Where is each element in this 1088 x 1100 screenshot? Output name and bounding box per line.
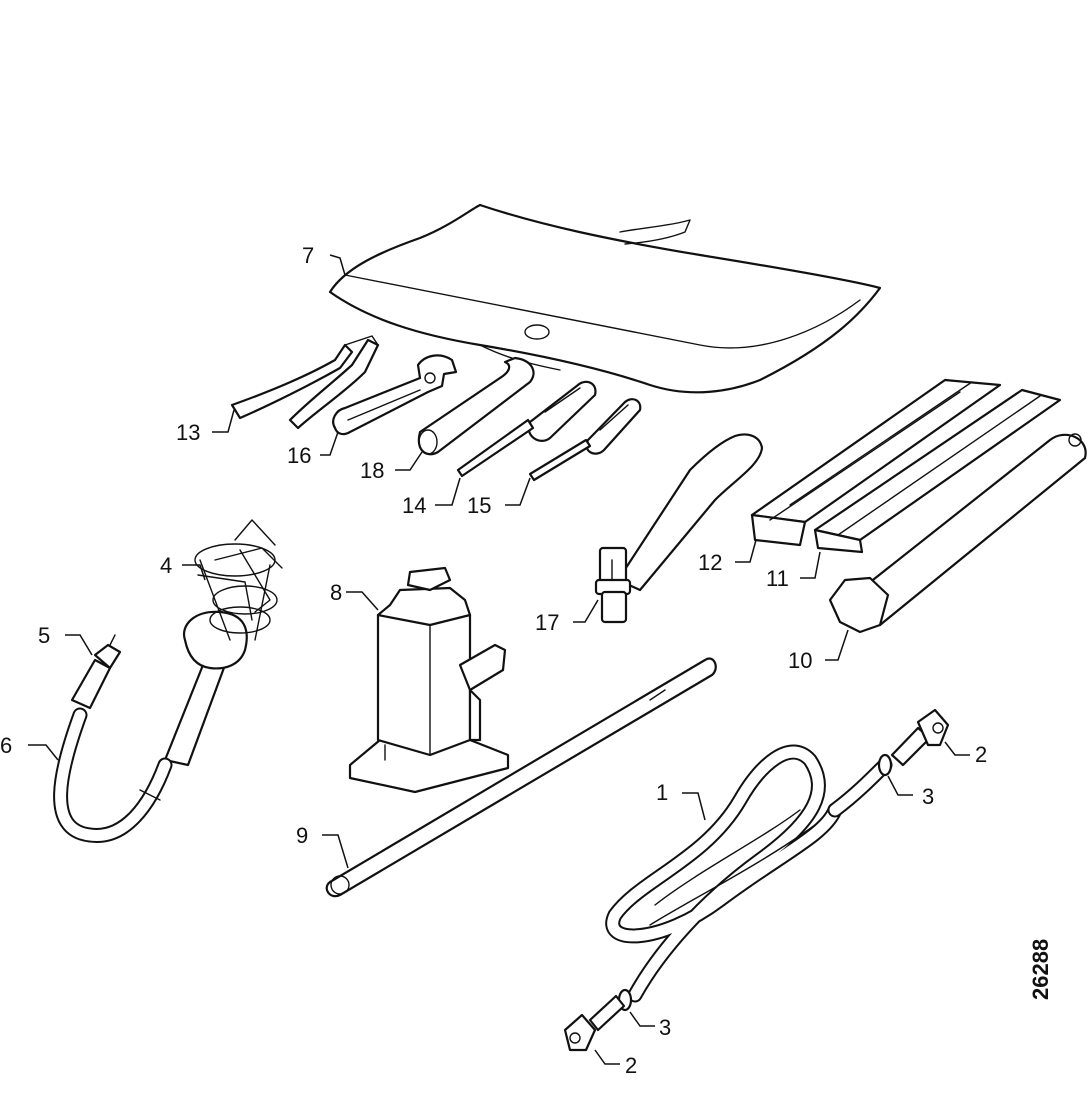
callout-9: 9	[296, 823, 308, 848]
box-wrench	[417, 356, 535, 456]
jack-handle-bar	[325, 657, 717, 898]
callout-3-upper: 3	[922, 784, 934, 809]
callout-10: 10	[788, 648, 812, 673]
callout-18: 18	[360, 458, 384, 483]
bottle-jack	[348, 566, 510, 794]
callout-4: 4	[160, 553, 172, 578]
callout-numbers: 1 2 2 3 3 4 5 6 7 8 9 10 11 12 13 14 15 …	[0, 243, 987, 1078]
screwdriver-large	[456, 380, 597, 478]
callout-15: 15	[467, 493, 491, 518]
callout-3-lower: 3	[659, 1015, 671, 1040]
air-hose-coil	[605, 744, 893, 1003]
pliers	[230, 335, 380, 430]
wheel-brace	[594, 433, 764, 624]
socket-bar	[828, 433, 1087, 634]
leader-lines	[28, 254, 970, 1065]
callout-1: 1	[656, 780, 668, 805]
valve-connector-upper	[890, 708, 950, 767]
lamp-cable	[53, 707, 173, 843]
callout-11: 11	[766, 566, 789, 591]
screwdriver-small	[528, 398, 642, 482]
callout-17: 17	[535, 610, 559, 635]
hose-clamp-upper	[877, 753, 893, 777]
callout-2-upper: 2	[975, 742, 987, 767]
callout-2-lower: 2	[625, 1053, 637, 1078]
callout-5: 5	[38, 623, 50, 648]
tool-pouch	[328, 203, 882, 394]
callout-14: 14	[402, 493, 426, 518]
lamp-plug	[70, 634, 122, 710]
callout-6: 6	[0, 733, 12, 758]
figure-reference-number: 26288	[1028, 939, 1053, 1000]
callout-13: 13	[176, 420, 200, 445]
callout-7: 7	[302, 243, 314, 268]
callout-8: 8	[330, 580, 342, 605]
callout-16: 16	[287, 443, 311, 468]
rail-channel-large	[750, 378, 1002, 547]
adjustable-wrench	[332, 354, 458, 436]
inspection-lamp	[163, 519, 283, 767]
rail-channel-small	[813, 388, 1062, 554]
valve-connector-lower	[563, 994, 626, 1052]
callout-12: 12	[698, 550, 722, 575]
